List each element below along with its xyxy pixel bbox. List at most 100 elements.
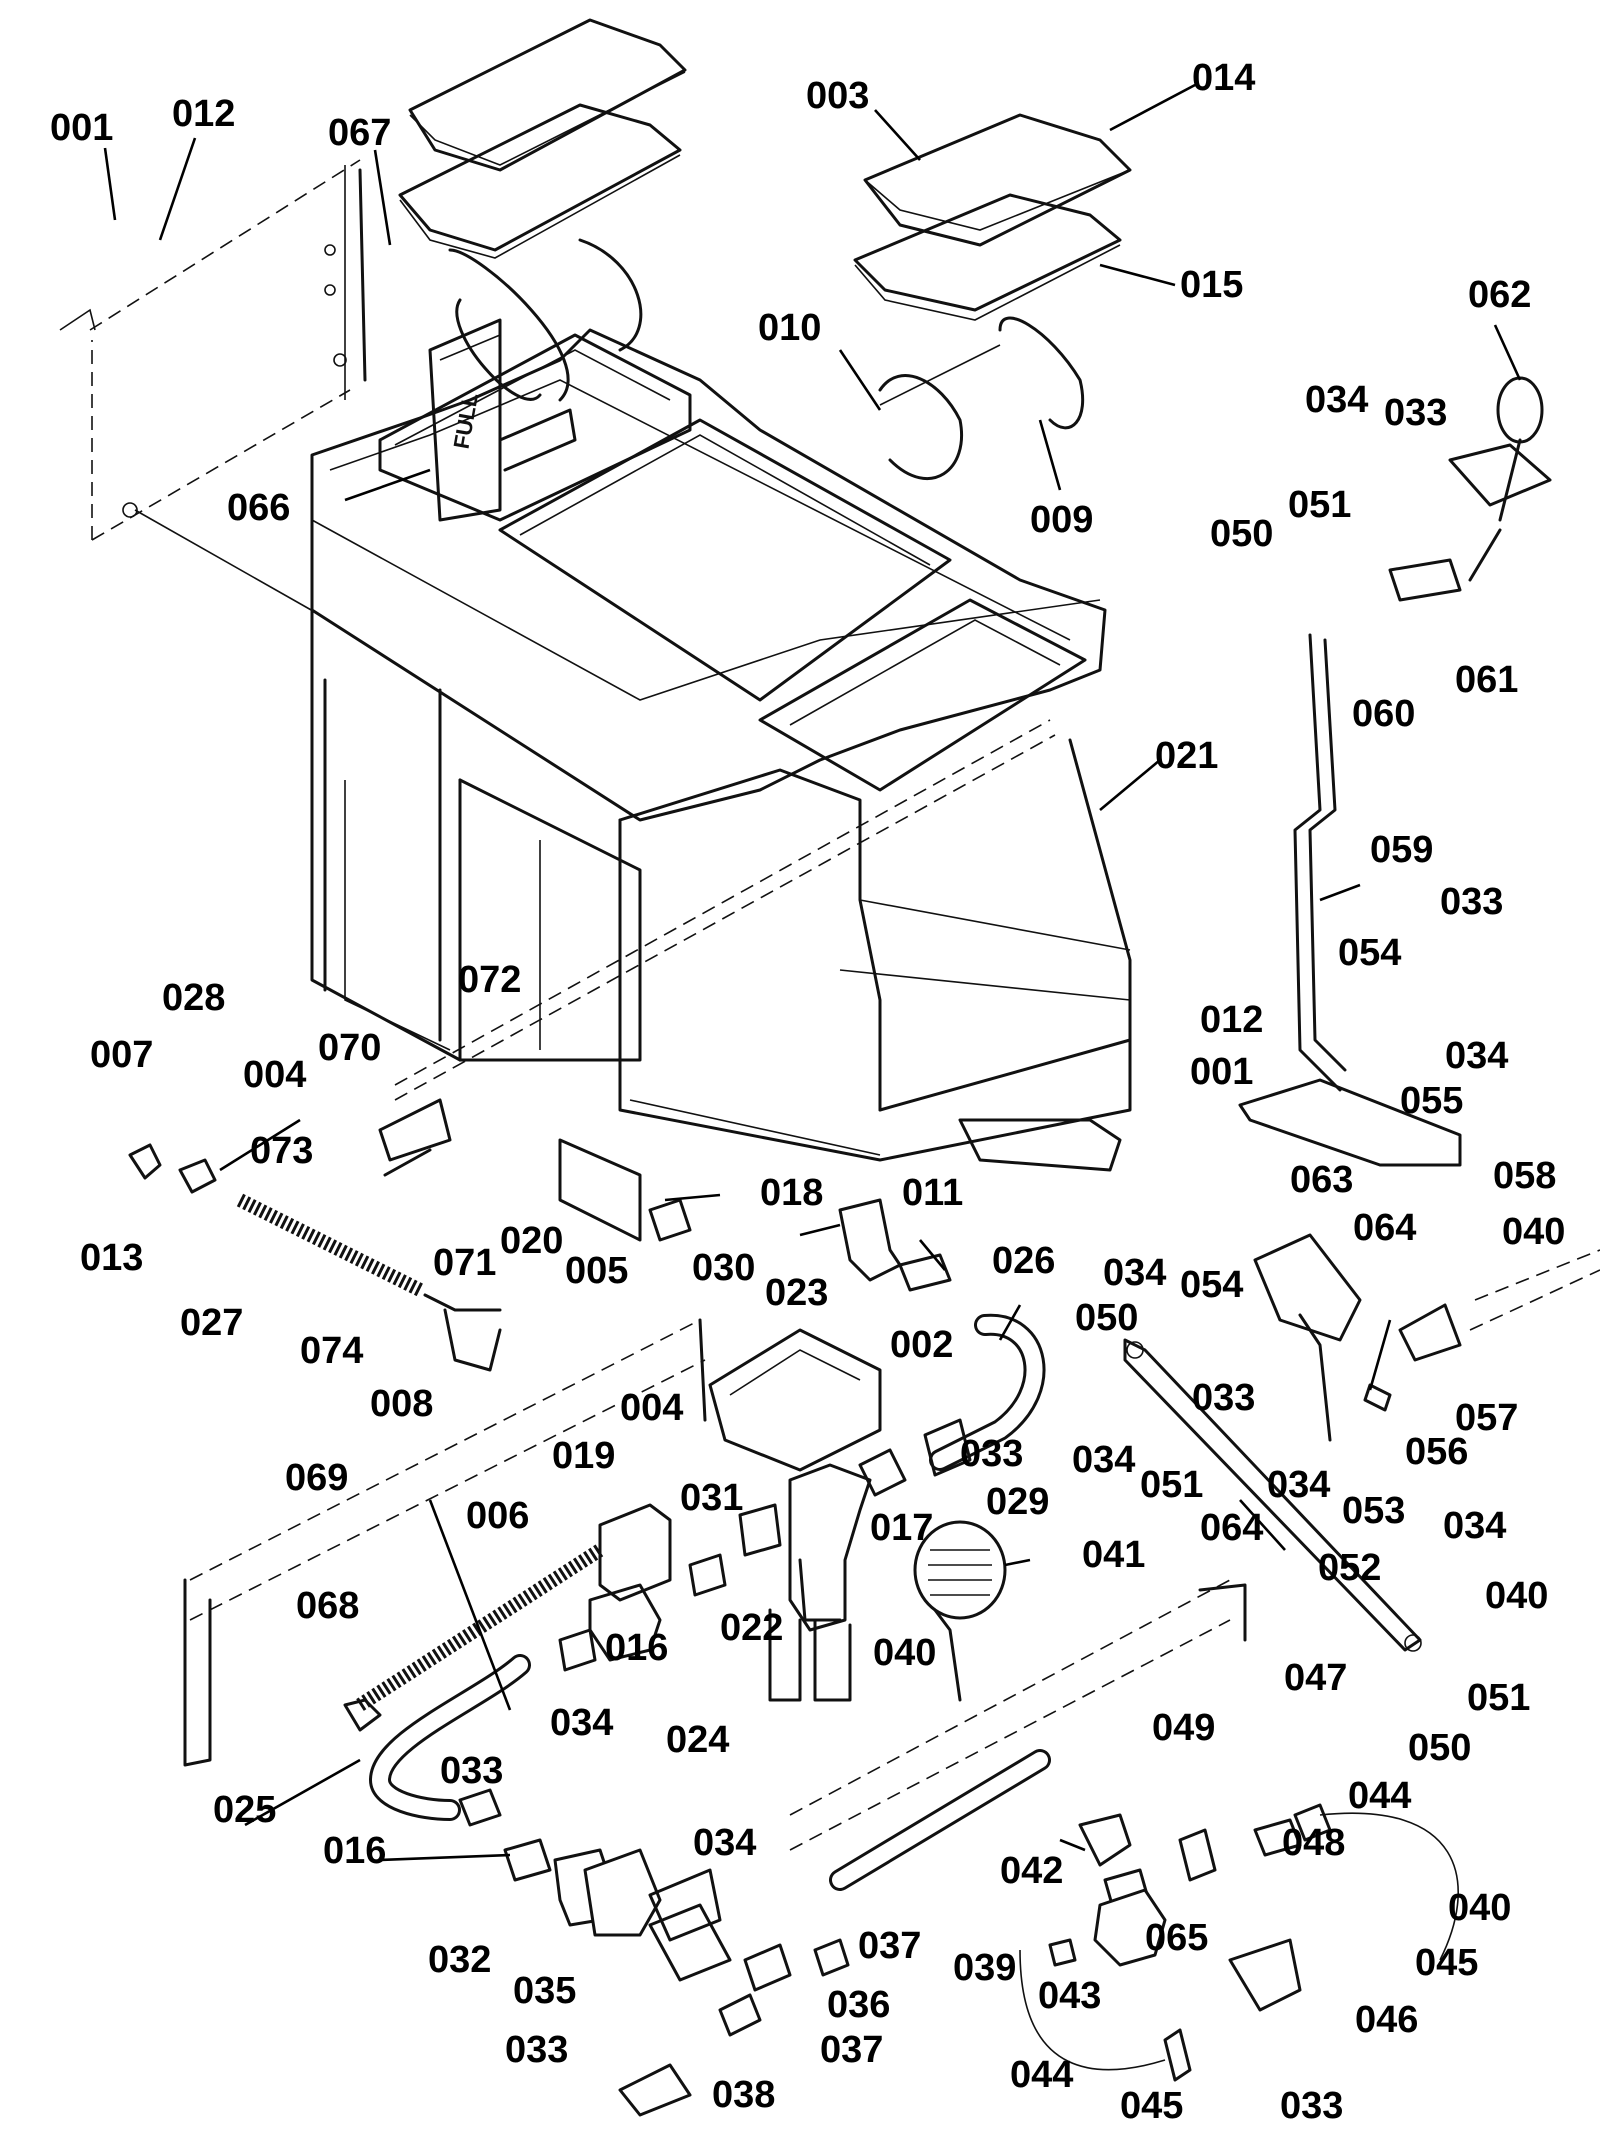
callout-021: 021: [1155, 735, 1218, 777]
callout-037: 037: [820, 2029, 883, 2071]
callout-040: 040: [1485, 1575, 1548, 1617]
callout-049: 049: [1152, 1707, 1215, 1749]
callout-060: 060: [1352, 693, 1415, 735]
callout-037: 037: [858, 1925, 921, 1967]
callout-014: 014: [1192, 57, 1255, 99]
callout-059: 059: [1370, 829, 1433, 871]
callout-064: 064: [1200, 1507, 1263, 1549]
callout-031: 031: [680, 1477, 743, 1519]
lid-assembly-right: [853, 113, 1132, 480]
callout-022: 022: [720, 1607, 783, 1649]
callout-007: 007: [90, 1034, 153, 1076]
callout-069: 069: [285, 1457, 348, 1499]
callout-034: 034: [1443, 1505, 1506, 1547]
callout-028: 028: [162, 977, 225, 1019]
callout-004: 004: [620, 1387, 683, 1429]
pivot-bracket: [1253, 1233, 1600, 1442]
right-fittings: [829, 1749, 1459, 2082]
callout-001: 001: [1190, 1051, 1253, 1093]
callout-040: 040: [1502, 1211, 1565, 1253]
lower-frame: [183, 1318, 1247, 1851]
callout-033: 033: [1384, 392, 1447, 434]
callout-074: 074: [300, 1330, 363, 1372]
callout-072: 072: [458, 959, 521, 1001]
callout-044: 044: [1010, 2054, 1073, 2096]
linkage-rod: [1123, 1338, 1422, 1652]
callout-047: 047: [1284, 1657, 1347, 1699]
callout-042: 042: [1000, 1850, 1063, 1892]
callout-040: 040: [873, 1632, 936, 1674]
callout-010: 010: [758, 307, 821, 349]
callout-061: 061: [1455, 659, 1518, 701]
callout-024: 024: [666, 1719, 729, 1761]
callout-016: 016: [605, 1627, 668, 1669]
callout-054: 054: [1338, 932, 1401, 974]
callout-005: 005: [565, 1250, 628, 1292]
callout-032: 032: [428, 1939, 491, 1981]
callout-068: 068: [296, 1585, 359, 1627]
shift-lever-assembly: [1238, 376, 1552, 1167]
callout-033: 033: [960, 1433, 1023, 1475]
callout-066: 066: [227, 487, 290, 529]
callout-012: 012: [1200, 999, 1263, 1041]
callout-048: 048: [1282, 1822, 1345, 1864]
callout-070: 070: [318, 1027, 381, 1069]
callout-017: 017: [870, 1507, 933, 1549]
callout-044: 044: [1348, 1775, 1411, 1817]
callout-018: 018: [760, 1172, 823, 1214]
leader-lines: [103, 83, 1522, 1862]
left-side-panel: [59, 159, 367, 616]
callout-034: 034: [1072, 1439, 1135, 1481]
callout-033: 033: [440, 1750, 503, 1792]
callout-067: 067: [328, 112, 391, 154]
callout-050: 050: [1075, 1297, 1138, 1339]
callout-041: 041: [1082, 1534, 1145, 1576]
console-body: [310, 328, 1132, 1172]
callout-034: 034: [1445, 1035, 1508, 1077]
callout-025: 025: [213, 1789, 276, 1831]
callout-labels: 001 012 067 003 014 015 062 010 034 033 …: [50, 57, 1565, 2127]
callout-051: 051: [1288, 484, 1351, 526]
callout-033: 033: [1440, 881, 1503, 923]
callout-065: 065: [1145, 1917, 1208, 1959]
callout-003: 003: [806, 75, 869, 117]
callout-023: 023: [765, 1272, 828, 1314]
callout-051: 051: [1140, 1464, 1203, 1506]
callout-057: 057: [1455, 1397, 1518, 1439]
callout-040: 040: [1448, 1887, 1511, 1929]
callout-056: 056: [1405, 1431, 1468, 1473]
level-indicator: FULL: [428, 318, 577, 522]
callout-002: 002: [890, 1324, 953, 1366]
callout-043: 043: [1038, 1975, 1101, 2017]
callout-058: 058: [1493, 1155, 1556, 1197]
callout-008: 008: [370, 1383, 433, 1425]
callout-034: 034: [1103, 1252, 1166, 1294]
callout-029: 029: [986, 1481, 1049, 1523]
callout-026: 026: [992, 1240, 1055, 1282]
callout-050: 050: [1408, 1727, 1471, 1769]
callout-063: 063: [1290, 1159, 1353, 1201]
callout-053: 053: [1342, 1490, 1405, 1532]
callout-033: 033: [505, 2029, 568, 2071]
callout-006: 006: [466, 1495, 529, 1537]
callout-050: 050: [1210, 513, 1273, 555]
callout-055: 055: [1400, 1080, 1463, 1122]
callout-001: 001: [50, 107, 113, 149]
callout-039: 039: [953, 1947, 1016, 1989]
callout-012: 012: [172, 93, 235, 135]
callout-013: 013: [80, 1237, 143, 1279]
callout-036: 036: [827, 1984, 890, 2026]
callout-035: 035: [513, 1970, 576, 2012]
solenoid-valve: [343, 1503, 672, 1732]
callout-046: 046: [1355, 1999, 1418, 2041]
callout-027: 027: [180, 1302, 243, 1344]
callout-038: 038: [712, 2074, 775, 2116]
callout-015: 015: [1180, 264, 1243, 306]
filter-mount: [688, 1328, 907, 1702]
callout-051: 051: [1467, 1677, 1530, 1719]
callout-034: 034: [693, 1822, 756, 1864]
callout-019: 019: [552, 1435, 615, 1477]
callout-052: 052: [1318, 1547, 1381, 1589]
callout-004: 004: [243, 1054, 306, 1096]
